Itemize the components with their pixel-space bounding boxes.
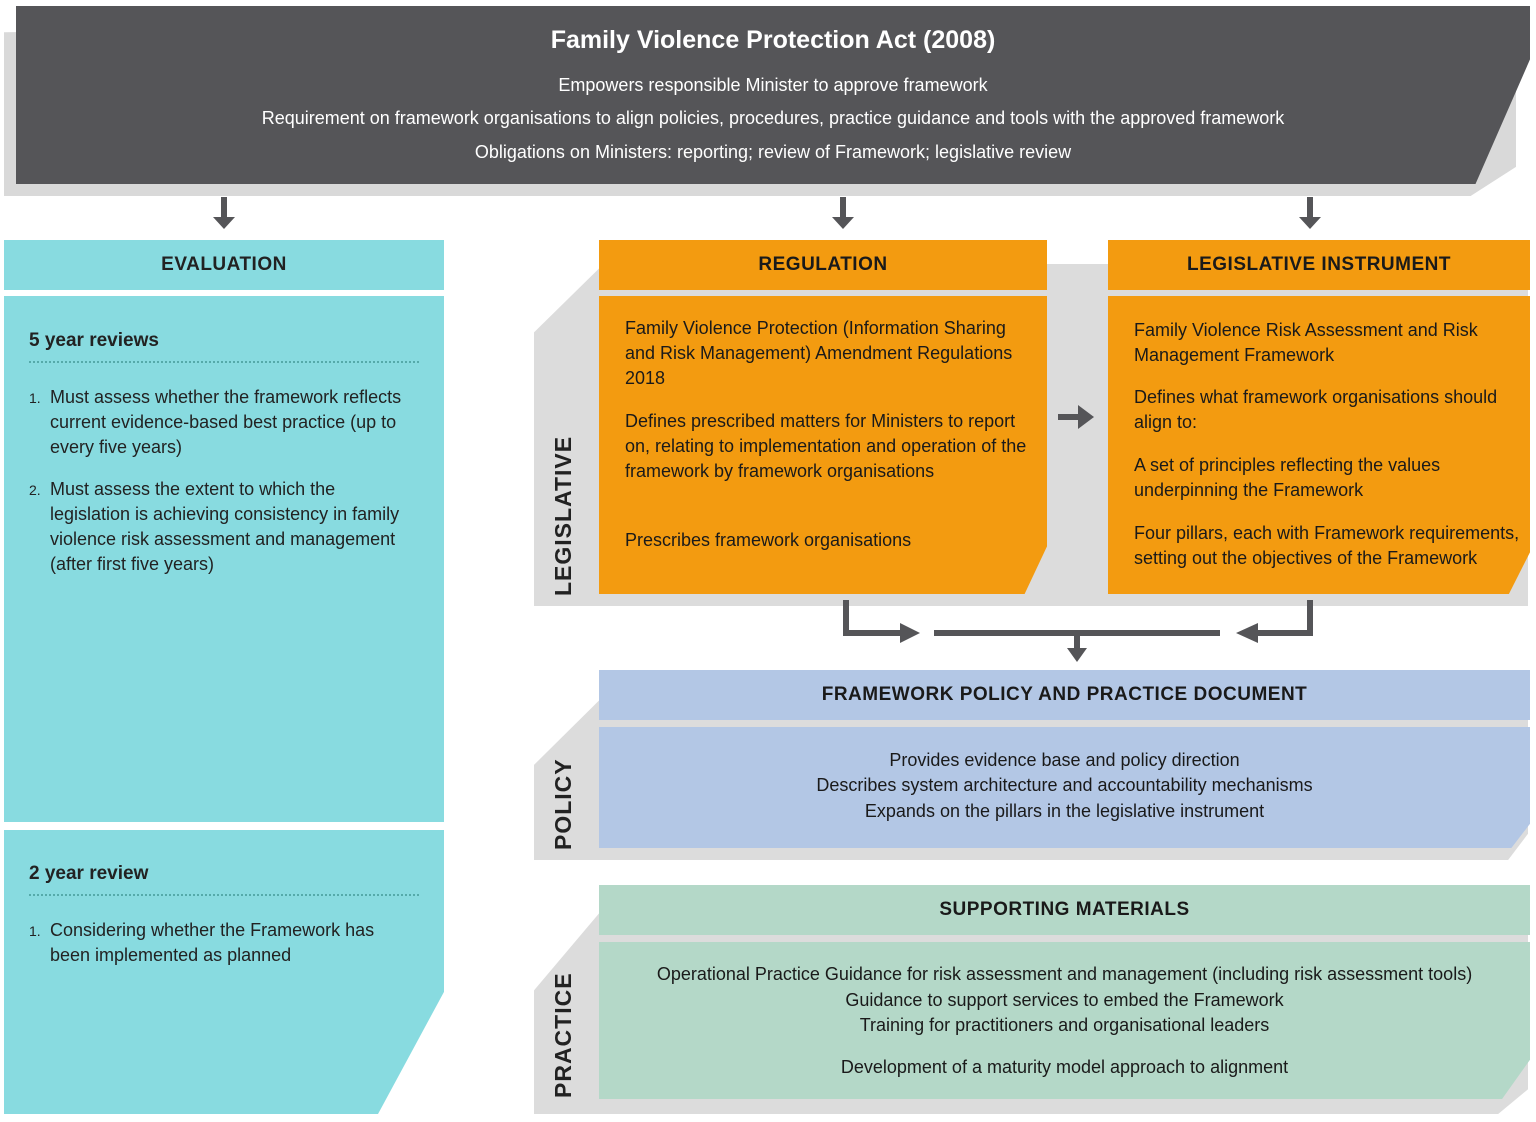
two-year-review-title: 2 year review <box>29 863 149 884</box>
act-line: Empowers responsible Minister to approve… <box>558 75 988 95</box>
instrument-text: Defines what framework organisations sho… <box>1134 387 1498 432</box>
act-banner: Family Violence Protection Act (2008) Em… <box>16 6 1530 184</box>
regulation-text: Defines prescribed matters for Ministers… <box>625 411 1027 481</box>
list-item: 2.Must assess the extent to which the le… <box>29 479 400 574</box>
divider <box>29 361 419 363</box>
arrow-down-icon <box>1299 197 1321 233</box>
instrument-text: Four pillars, each with Framework requir… <box>1134 523 1520 568</box>
act-line: Obligations on Ministers: reporting; rev… <box>474 142 1072 162</box>
arrow-right-icon <box>1058 405 1094 429</box>
regulation-text: Family Violence Protection (Information … <box>625 318 1013 388</box>
supporting-materials-heading: SUPPORTING MATERIALS <box>599 885 1530 935</box>
list-item: 1.Must assess whether the framework refl… <box>29 387 402 457</box>
arrow-down-icon <box>213 197 235 233</box>
policy-text: Describes system architecture and accoun… <box>816 775 1313 795</box>
two-year-review-list: 1.Considering whether the Framework has … <box>29 918 409 985</box>
supporting-text: Operational Practice Guidance for risk a… <box>656 964 1473 984</box>
list-item: 1.Considering whether the Framework has … <box>29 920 375 965</box>
supporting-text: Development of a maturity model approach… <box>840 1057 1289 1077</box>
act-line: Requirement on framework organisations t… <box>261 108 1285 128</box>
supporting-text: Training for practitioners and organisat… <box>859 1015 1270 1035</box>
policy-text: Expands on the pillars in the legislativ… <box>864 801 1265 821</box>
policy-text: Provides evidence base and policy direct… <box>889 750 1240 770</box>
practice-tier-label: PRACTICE <box>550 972 576 1098</box>
evaluation-heading: EVALUATION <box>4 240 444 290</box>
two-year-review-panel: 2 year review 1.Considering whether the … <box>4 830 444 1114</box>
policy-document-heading: FRAMEWORK POLICY AND PRACTICE DOCUMENT <box>599 670 1530 720</box>
regulation-panel: Family Violence Protection (Information … <box>599 296 1047 594</box>
legislative-instrument-heading: LEGISLATIVE INSTRUMENT <box>1108 240 1530 290</box>
supporting-materials-panel: Operational Practice Guidance for risk a… <box>599 942 1530 1099</box>
five-year-review-panel: 5 year reviews 1.Must assess whether the… <box>4 296 444 822</box>
policy-document-panel: Provides evidence base and policy direct… <box>599 727 1530 848</box>
instrument-text: Family Violence Risk Assessment and Risk… <box>1134 320 1478 365</box>
converging-arrows <box>843 600 1313 662</box>
legislative-instrument-panel: Family Violence Risk Assessment and Risk… <box>1108 296 1530 594</box>
regulation-heading: REGULATION <box>599 240 1047 290</box>
legislative-tier-label: LEGISLATIVE <box>550 435 576 596</box>
instrument-text: A set of principles reflecting the value… <box>1134 455 1441 500</box>
act-title: Family Violence Protection Act (2008) <box>550 26 996 54</box>
supporting-text: Guidance to support services to embed th… <box>845 990 1284 1010</box>
regulation-text: Prescribes framework organisations <box>625 530 912 550</box>
five-year-review-list: 1.Must assess whether the framework refl… <box>29 385 409 594</box>
divider <box>29 894 419 896</box>
arrow-down-icon <box>832 197 854 233</box>
policy-tier-label: POLICY <box>550 758 576 850</box>
five-year-review-title: 5 year reviews <box>29 330 159 351</box>
